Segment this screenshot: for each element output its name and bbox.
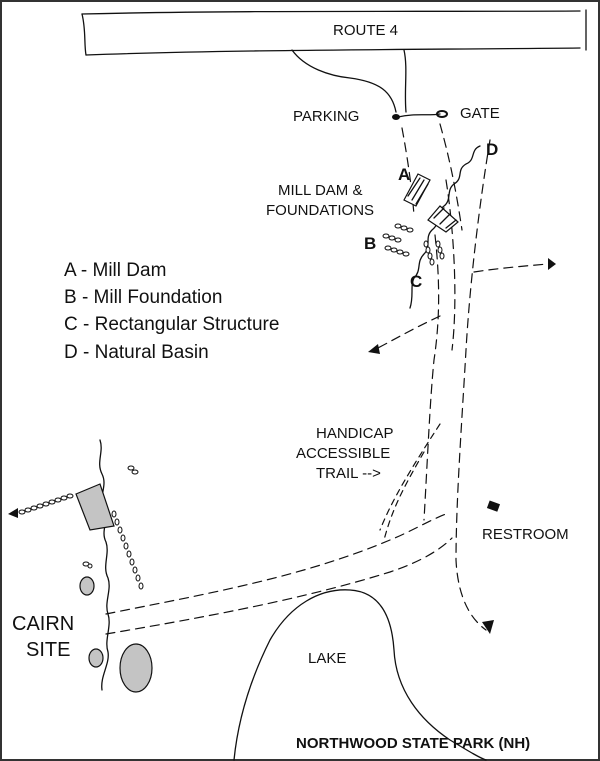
main-trails	[105, 123, 549, 635]
cairn-platform	[75, 483, 115, 531]
lake-label: LAKE	[308, 650, 346, 667]
legend-item-d: D - Natural Basin	[64, 342, 209, 363]
gate-marker	[392, 110, 448, 120]
cairn-mound-1	[79, 576, 95, 596]
trail-label-line3: TRAIL -->	[316, 465, 381, 482]
mill-foundation-walls	[382, 223, 445, 266]
legend-item-c: C - Rectangular Structure	[64, 314, 279, 335]
restroom-icon	[486, 500, 501, 512]
marker-d: D	[486, 140, 498, 159]
parking-access-road	[291, 49, 407, 113]
mill-dam-structure	[403, 173, 459, 233]
lake-shoreline	[233, 589, 487, 761]
cairn-label-line2: SITE	[26, 639, 70, 661]
south-arrow-icon	[482, 620, 494, 634]
route-4-label: ROUTE 4	[333, 22, 398, 39]
cairn-site-features	[18, 439, 153, 693]
east-arrow-icon	[548, 258, 556, 270]
marker-c: C	[410, 272, 422, 291]
map-title: NORTHWOOD STATE PARK (NH)	[296, 735, 530, 752]
cairn-label-line1: CAIRN	[12, 613, 74, 635]
west-arrow-icon	[368, 344, 380, 354]
gate-label: GATE	[460, 105, 500, 122]
mill-dam-label-line1: MILL DAM &	[278, 182, 362, 199]
route-4-road	[81, 9, 587, 56]
legend: A - Mill Dam B - Mill Foundation C - Rec…	[64, 260, 279, 363]
marker-a: A	[398, 165, 410, 184]
cairn-west-arrow-icon	[8, 508, 18, 518]
trail-label-line2: ACCESSIBLE	[296, 445, 390, 462]
cairn-mound-3	[119, 643, 153, 693]
restroom-label: RESTROOM	[482, 526, 569, 543]
trail-label-line1: HANDICAP	[316, 425, 394, 442]
cairn-mound-2	[88, 648, 104, 668]
legend-item-b: B - Mill Foundation	[64, 287, 222, 308]
parking-label: PARKING	[293, 108, 359, 125]
mill-dam-label-line2: FOUNDATIONS	[266, 202, 374, 219]
legend-item-a: A - Mill Dam	[64, 260, 166, 281]
marker-b: B	[364, 234, 376, 253]
